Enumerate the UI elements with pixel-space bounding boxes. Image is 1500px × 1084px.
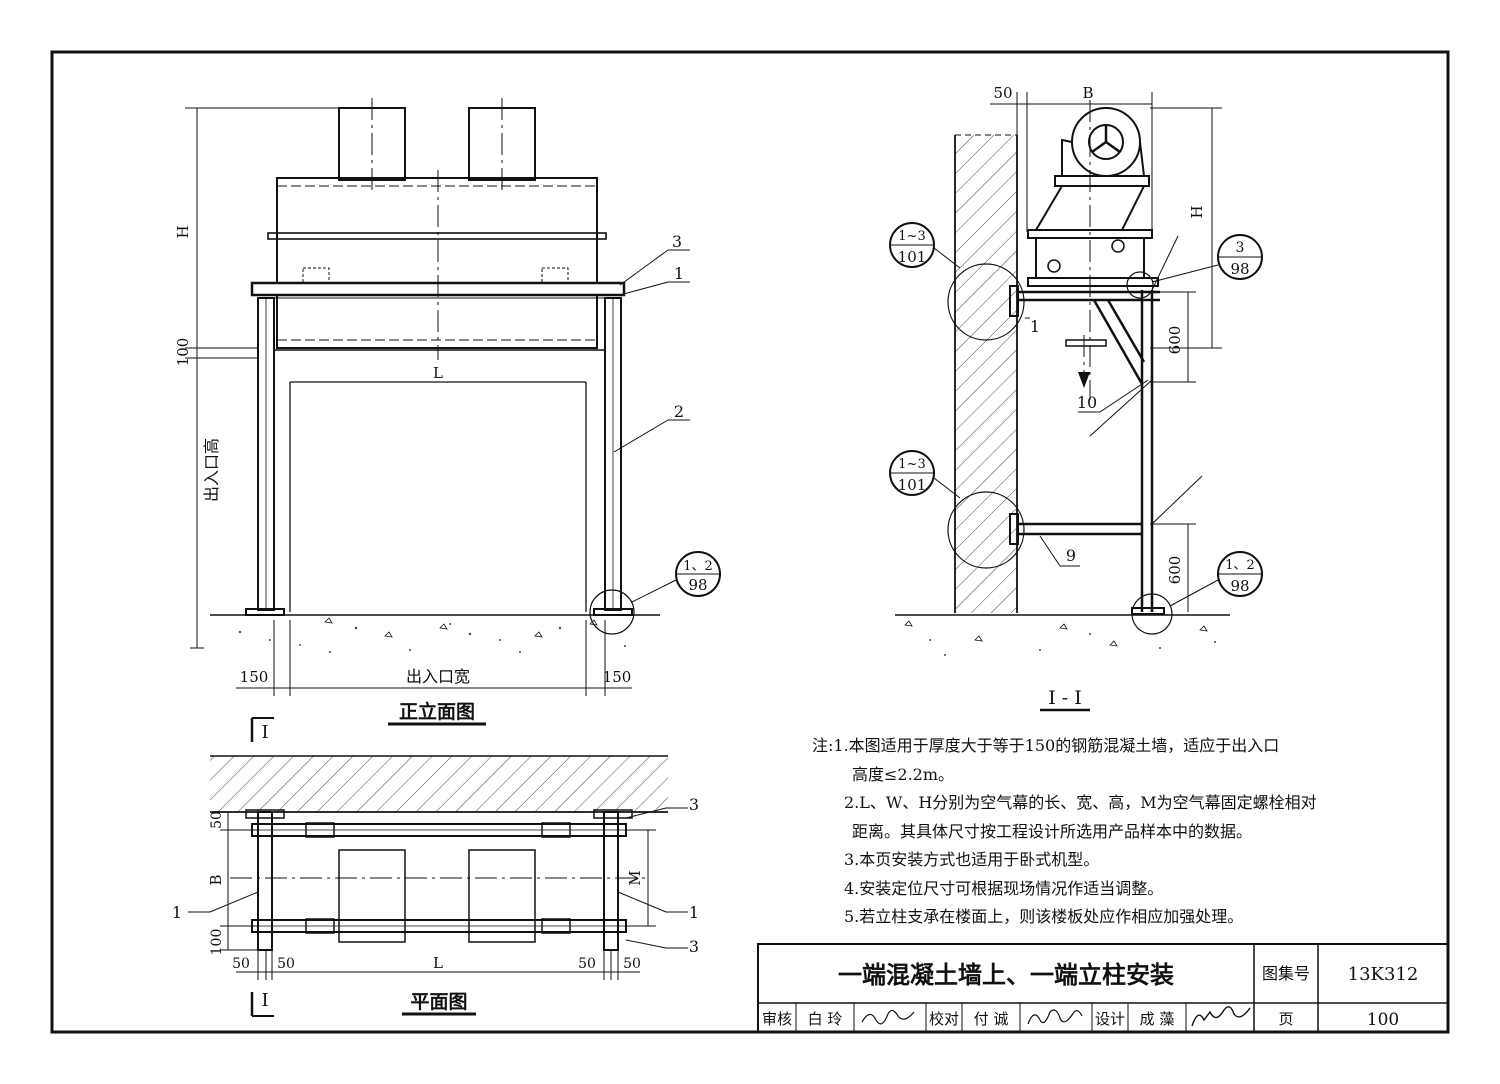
plan-dim-50-top: 50	[209, 811, 225, 829]
plan-title: 平面图	[410, 991, 467, 1013]
checker: 付 诚	[974, 1010, 1009, 1028]
note-2-cont: 距离。其具体尺寸按工程设计所选用产品样本中的数据。	[812, 818, 1372, 847]
plan-dim-50-b: 50	[277, 956, 295, 972]
elevation-callout-1: 1	[674, 264, 684, 283]
designer-signature	[1191, 1006, 1251, 1027]
elevation-detail-ref-bottom: 98	[688, 576, 707, 594]
section-dim-600-upper: 600	[1166, 326, 1184, 355]
page-no: 100	[1367, 1010, 1399, 1030]
note-5: 5.若立柱支承在楼面上，则该楼板处应作相应加强处理。	[812, 903, 1372, 932]
section-detail-lower-top: 1~3	[898, 457, 925, 472]
section-detail-bracket-bottom: 98	[1230, 260, 1249, 278]
note-4: 4.安装定位尺寸可根据现场情况作适当调整。	[812, 875, 1372, 904]
elevation-callout-2: 2	[674, 402, 684, 421]
plan-callout-1-right: 1	[689, 903, 699, 922]
notes: 注:1.本图适用于厚度大于等于150的钢筋混凝土墙，适应于出入口 高度≤2.2m…	[812, 732, 1372, 932]
front-elevation	[185, 98, 721, 726]
plan-dim-L: L	[433, 954, 443, 972]
elevation-dim-opening-height: 出入口高	[202, 438, 221, 502]
section-detail-base-top: 1、2	[1225, 558, 1255, 573]
atlas-label: 图集号	[1262, 964, 1310, 983]
note-3-text: 3.本页安装方式也适用于卧式机型。	[844, 850, 1100, 869]
note-1: 注:1.本图适用于厚度大于等于150的钢筋混凝土墙，适应于出入口	[812, 732, 1372, 761]
plan-dim-100: 100	[209, 929, 225, 956]
elevation-dim-150-right: 150	[603, 668, 632, 686]
plan-dim-B: B	[207, 874, 225, 885]
section-dim-H: H	[1188, 205, 1206, 218]
reviewer-signature	[861, 1009, 915, 1025]
elevation-detail-ref-top: 1、2	[683, 559, 713, 574]
section-detail-upper-top: 1~3	[898, 229, 925, 244]
section-dim-50: 50	[993, 84, 1012, 102]
plan-callout-3-top: 3	[689, 795, 699, 814]
reviewer: 白 玲	[808, 1010, 843, 1028]
elevation-dim-150-left: 150	[240, 668, 269, 686]
atlas-no: 13K312	[1348, 964, 1419, 985]
designer: 成 藻	[1140, 1010, 1175, 1028]
note-5-text: 5.若立柱支承在楼面上，则该楼板处应作相应加强处理。	[844, 907, 1244, 926]
note-2-cont-text: 距离。其具体尺寸按工程设计所选用产品样本中的数据。	[852, 821, 1253, 841]
plan-section-mark-bottom: I	[261, 990, 268, 1011]
page-label: 页	[1278, 1010, 1293, 1028]
section-detail-lower-bottom: 101	[898, 476, 927, 494]
section-callout-10: 10	[1077, 393, 1097, 412]
drawing-title: 一端混凝土墙上、一端立柱安装	[838, 961, 1174, 989]
plan-view	[188, 717, 688, 1017]
elevation-title: 正立面图	[399, 700, 475, 723]
note-2-text: 2.L、W、H分别为空气幕的长、宽、高，M为空气幕固定螺栓相对	[844, 793, 1317, 812]
plan-callout-1-left: 1	[172, 903, 182, 922]
section-callout-9: 9	[1066, 546, 1076, 565]
review-label: 审核	[762, 1010, 792, 1028]
checker-signature	[1027, 1009, 1083, 1025]
note-1-text: 1.本图适用于厚度大于等于150的钢筋混凝土墙，适应于出入口	[833, 736, 1280, 755]
design-label: 设计	[1095, 1010, 1125, 1028]
section-dim-600-lower: 600	[1166, 556, 1184, 585]
section-title: I - I	[1048, 687, 1082, 709]
note-1-cont: 高度≤2.2m。	[812, 761, 1372, 790]
elevation-callout-3: 3	[672, 232, 682, 251]
elevation-dim-H: H	[174, 225, 192, 238]
title-block	[757, 943, 1449, 1033]
section-dim-B: B	[1082, 84, 1093, 102]
plan-dim-M: M	[626, 870, 644, 885]
elevation-dim-opening-width: 出入口宽	[406, 667, 470, 686]
plan-dim-50-a: 50	[232, 956, 250, 972]
section-view	[889, 92, 1263, 712]
plan-dim-50-d: 50	[623, 956, 641, 972]
sheet-border	[50, 50, 1450, 1034]
note-2: 2.L、W、H分别为空气幕的长、宽、高，M为空气幕固定螺栓相对	[812, 789, 1372, 818]
note-1-cont-text: 高度≤2.2m。	[852, 764, 955, 784]
note-3: 3.本页安装方式也适用于卧式机型。	[812, 846, 1372, 875]
plan-section-mark-top: I	[261, 722, 268, 743]
section-detail-base-bottom: 98	[1230, 577, 1249, 595]
elevation-dim-100: 100	[174, 338, 192, 367]
plan-dim-50-c: 50	[578, 956, 596, 972]
check-label: 校对	[929, 1010, 959, 1028]
section-callout-1: 1	[1030, 317, 1040, 336]
section-detail-upper-bottom: 101	[898, 248, 927, 266]
notes-lead: 注:	[812, 736, 834, 755]
elevation-dim-L: L	[433, 364, 443, 382]
note-4-text: 4.安装定位尺寸可根据现场情况作适当调整。	[844, 878, 1164, 898]
section-detail-bracket-top: 3	[1236, 240, 1245, 256]
plan-callout-3-bottom: 3	[689, 937, 699, 956]
